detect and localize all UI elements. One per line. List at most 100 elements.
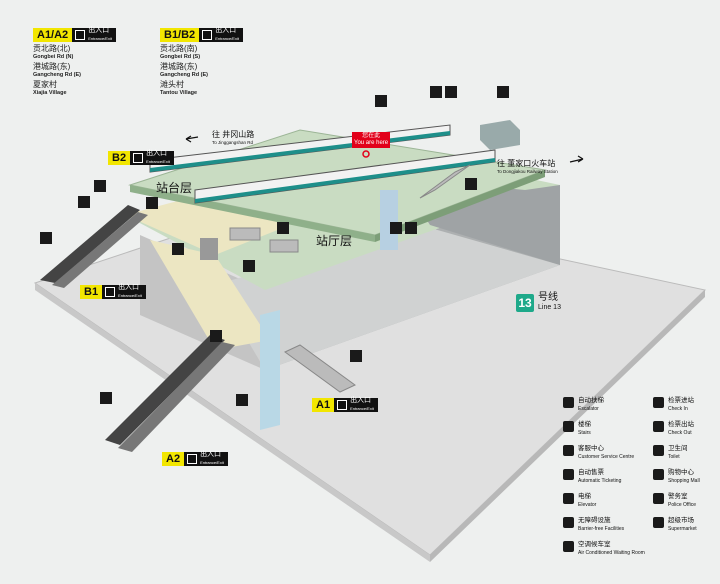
stairs-icon bbox=[350, 350, 362, 362]
concourse-level-label: 站厅层 bbox=[316, 234, 353, 248]
entrance-pillar bbox=[260, 310, 280, 430]
dest-cn: 港城路(东) bbox=[33, 62, 71, 71]
direction-cn: 往 董家口火车站 bbox=[497, 159, 556, 168]
gate-row-2 bbox=[269, 239, 299, 253]
legend-en: Automatic Ticketing bbox=[578, 478, 622, 484]
legend-en: Check Out bbox=[668, 430, 692, 436]
escalator-icon bbox=[40, 232, 52, 244]
escalator-icon bbox=[445, 86, 457, 98]
ac-waiting-icon bbox=[563, 541, 574, 552]
legend-cn: 警务室 bbox=[668, 493, 688, 500]
check-out-icon bbox=[653, 421, 664, 432]
ticket-machine-icon bbox=[172, 243, 184, 255]
exit-label-en: Entrance/Exit bbox=[200, 460, 224, 465]
escalator-icon bbox=[210, 330, 222, 342]
dest-en: Xiajia Village bbox=[33, 90, 67, 96]
legend-en: Elevator bbox=[578, 502, 597, 508]
service-center-icon bbox=[563, 445, 574, 456]
direction-jinggangshan: 往 井冈山路 To Jinggangshan Rd bbox=[212, 131, 254, 147]
exit-label-en: Entrance/Exit bbox=[215, 36, 239, 41]
check-in-icon bbox=[653, 397, 664, 408]
dest-cn: 贡北路(北) bbox=[33, 44, 71, 53]
exit-icon bbox=[133, 153, 144, 163]
legend-en: Customer Service Centre bbox=[578, 454, 635, 460]
stairs-icon bbox=[563, 421, 574, 432]
escalator-icon bbox=[430, 86, 442, 98]
legend-cn: 检票进站 bbox=[668, 397, 694, 404]
legend-en: Air Conditioned Waiting Room bbox=[578, 550, 645, 556]
stairs-platform bbox=[419, 164, 471, 199]
line-cn: 号线 bbox=[538, 292, 558, 303]
direction-dongjiakou: 往 董家口火车站 To Dongjiakou Railway Station bbox=[497, 160, 558, 176]
legend-en: Barrier-free Facilities bbox=[578, 526, 625, 532]
stairs-a1 bbox=[284, 344, 356, 393]
exit-label-en: Entrance/Exit bbox=[146, 159, 170, 164]
police-icon bbox=[653, 493, 664, 504]
escalator-icon bbox=[94, 180, 106, 192]
column bbox=[380, 190, 398, 250]
you-are-here-label: 您在此 You are here bbox=[352, 132, 391, 148]
train-lower bbox=[194, 149, 496, 204]
direction-en: To Jinggangshan Rd bbox=[212, 140, 254, 145]
you-are-here-en: You are here bbox=[354, 140, 389, 146]
exit-label-cn: 出入口 bbox=[146, 150, 168, 157]
platform-level-label: 站台层 bbox=[156, 181, 193, 195]
legend-en: Shopping Mall bbox=[668, 478, 700, 484]
elevator-icon bbox=[563, 493, 574, 504]
exit-icon bbox=[337, 400, 348, 410]
you-are-here-cn: 您在此 bbox=[362, 133, 381, 139]
exit-icon bbox=[105, 287, 116, 297]
ticket-machines bbox=[200, 238, 218, 260]
concourse-corridor bbox=[150, 240, 270, 350]
escalator-icon bbox=[100, 392, 112, 404]
ticket-machine-icon bbox=[563, 469, 574, 480]
toilet-icon bbox=[653, 445, 664, 456]
legend-cn: 自动扶梯 bbox=[578, 397, 604, 404]
rooftop-unit bbox=[480, 120, 520, 150]
shopping-icon bbox=[653, 469, 664, 480]
dest-cn: 夏家村 bbox=[33, 80, 57, 89]
exit-label-cn: 出入口 bbox=[118, 284, 140, 291]
elevator-icon bbox=[78, 196, 90, 208]
ground-edge bbox=[35, 283, 430, 562]
legend-cn: 自动售票 bbox=[578, 469, 604, 476]
exit-code: A1/A2 bbox=[33, 28, 73, 42]
exit-code: A2 bbox=[162, 452, 185, 466]
legend-item-elevator: 电梯 Elevator bbox=[563, 493, 596, 509]
legend-cn: 电梯 bbox=[578, 493, 591, 500]
dest-en: Tantou Village bbox=[160, 90, 198, 96]
legend-cn: 无障碍设施 bbox=[578, 517, 611, 524]
dest-en: Gangcheng Rd (E) bbox=[160, 72, 208, 78]
legend-cn: 楼梯 bbox=[578, 421, 591, 428]
legend-en: Supermarket bbox=[668, 526, 697, 532]
exit-code: B1/B2 bbox=[160, 28, 200, 42]
exit-icon bbox=[202, 30, 213, 40]
exit-label-en: Entrance/Exit bbox=[88, 36, 112, 41]
dest-cn: 滩头村 bbox=[160, 80, 184, 89]
service-center-icon bbox=[243, 260, 255, 272]
dest-cn: 贡北路(南) bbox=[160, 44, 198, 53]
ac-waiting-icon bbox=[497, 86, 509, 98]
line-en: Line 13 bbox=[538, 304, 561, 311]
police-icon bbox=[465, 178, 477, 190]
legend-en: Stairs bbox=[578, 430, 591, 436]
exit-label-cn: 出入口 bbox=[88, 27, 110, 34]
exit-destinations-a: 贡北路(北) Gongbei Rd (N) 港城路(东) Gangcheng R… bbox=[33, 44, 81, 98]
exit-label-en: Entrance/Exit bbox=[350, 406, 374, 411]
platform-edge-right bbox=[375, 170, 545, 242]
escalator-b2 bbox=[40, 205, 148, 288]
legend-item-accessible: 无障碍设施 Barrier-free Facilities bbox=[563, 517, 624, 533]
line-number: 13 bbox=[516, 294, 534, 312]
direction-cn: 往 井冈山路 bbox=[212, 130, 255, 139]
